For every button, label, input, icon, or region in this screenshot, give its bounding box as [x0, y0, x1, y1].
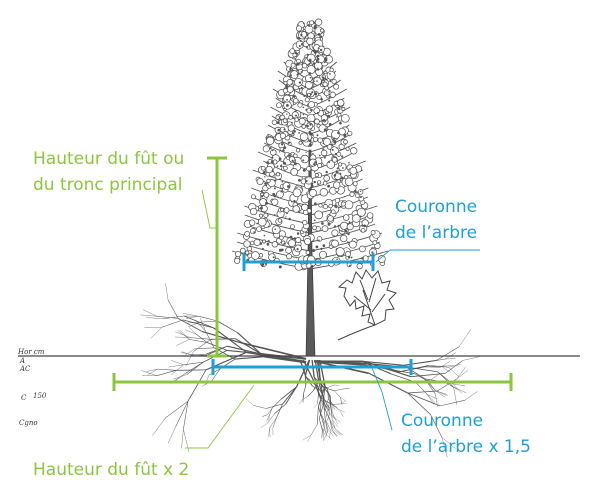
crown-x15-label-line1: Couronne — [401, 411, 484, 431]
crown-x15-leader — [371, 367, 393, 431]
horizon-c: C — [21, 394, 27, 402]
trunk-height-x2-leader — [185, 384, 255, 449]
crown-x15-label-line2: de l’arbre x 1,5 — [401, 437, 531, 457]
horizon-hor-cm: Hor cm — [18, 348, 45, 356]
horizon-cgno: Cgno — [19, 419, 38, 427]
horizon-a: A — [20, 357, 26, 365]
trunk-height-bar — [207, 156, 227, 358]
crown-bar — [242, 253, 375, 271]
horizon-ac: AC — [20, 365, 31, 373]
trunk-height-x2-bar — [112, 373, 513, 391]
tree-illustration — [231, 18, 389, 357]
trunk-height-label-line1: Hauteur du fût ou — [33, 149, 185, 169]
crown-label-line1: Couronne — [395, 197, 478, 217]
crown-label-line2: de l’arbre — [395, 223, 478, 243]
leader-lines — [185, 189, 480, 449]
crown-leader — [375, 249, 480, 263]
maple-leaf-icon — [337, 269, 397, 341]
trunk-height-label-line2: du tronc principal — [33, 175, 183, 195]
horizon-c-depth: 150 — [33, 392, 47, 400]
trunk-height-leader — [201, 189, 217, 229]
crown-x15-bar — [211, 359, 413, 375]
trunk-height-x2-label: Hauteur du fût x 2 — [33, 460, 190, 480]
